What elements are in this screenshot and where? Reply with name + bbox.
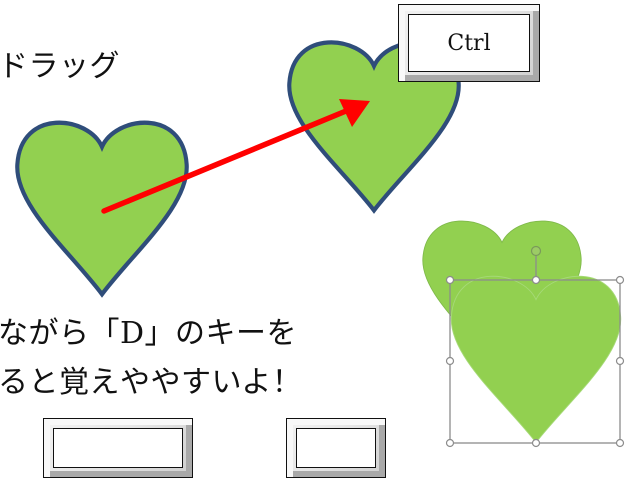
ctrl-key-label: Ctrl (408, 14, 530, 72)
instruction-line-2: ると覚えややすいよ！ (0, 365, 303, 400)
key-cap-left-label (53, 428, 183, 468)
instruction-line-1: ながら「D」のキーを (0, 316, 298, 351)
key-cap-right (286, 418, 386, 478)
selection-handles (445, 275, 625, 448)
key-cap-left (43, 418, 193, 478)
original-heart (17, 123, 186, 295)
drag-label: ドラッグ (0, 49, 120, 84)
rotate-handle (530, 245, 542, 257)
key-cap-right-label (296, 428, 376, 468)
drag-arrow (101, 99, 370, 214)
ctrl-key: Ctrl (398, 4, 540, 82)
duplicate-front-heart (450, 275, 622, 443)
illustration-canvas (0, 0, 625, 448)
